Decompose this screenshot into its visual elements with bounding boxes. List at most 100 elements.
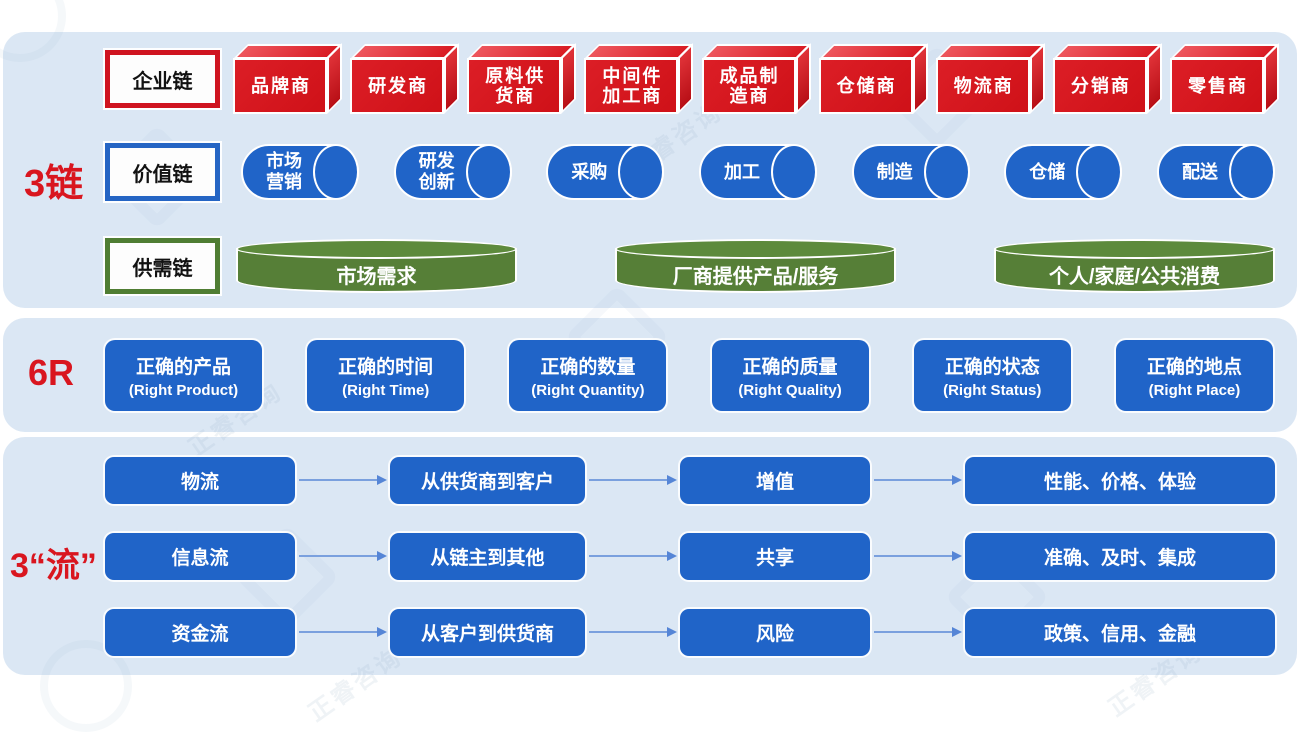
six-r-card: 正确的时间 (Right Time) (307, 340, 465, 411)
flow-box-logistics-direction: 从供货商到客户 (390, 457, 585, 504)
six-r-zh: 正确的时间 (338, 357, 434, 378)
enterprise-box: 品牌商 (233, 43, 342, 114)
drum-top (236, 239, 517, 259)
box-label: 品牌商 (233, 58, 327, 114)
cylinder-cap (618, 144, 665, 200)
box-label: 物流商 (935, 58, 1030, 114)
box-label: 原料供货商 (467, 58, 562, 114)
section-label-three-flows: 3“流” (10, 547, 97, 585)
flow-box-information-attrs: 准确、及时、集成 (965, 533, 1275, 580)
flow-box-capital-attrs: 政策、信用、金融 (965, 609, 1275, 656)
box-label: 仓储商 (818, 58, 913, 114)
value-chain-row: 市场营销 研发创新 采购 加工 制造 仓储 配送 (241, 144, 1275, 200)
drum-top (615, 239, 896, 259)
cylinder-label: 研发创新 (418, 151, 455, 192)
six-r-card: 正确的地点 (Right Place) (1115, 340, 1273, 411)
arrow-right-icon (874, 475, 962, 485)
box-label: 研发商 (350, 58, 445, 114)
cylinder-cap (1228, 144, 1275, 200)
value-cylinder: 仓储 (1004, 144, 1123, 200)
value-cylinder: 配送 (1156, 144, 1275, 200)
cylinder-label: 制造 (876, 161, 913, 182)
value-cylinder: 制造 (851, 144, 970, 200)
value-cylinder: 采购 (546, 144, 665, 200)
box-top-face (350, 44, 460, 59)
enterprise-box: 零售商 (1170, 43, 1279, 114)
tag-supply-demand-chain: 供需链 (105, 238, 220, 294)
box-top-face (584, 44, 694, 59)
flow-box-logistics-value: 增值 (680, 457, 870, 504)
value-cylinder: 加工 (698, 144, 817, 200)
six-r-row: 正确的产品 (Right Product) 正确的时间 (Right Time) 正… (105, 340, 1273, 411)
box-top-face (818, 44, 928, 59)
six-r-card: 正确的产品 (Right Product) (105, 340, 262, 411)
box-label: 成品制造商 (701, 58, 796, 114)
flow-box-logistics: 物流 (105, 457, 295, 504)
six-r-en: (Right Time) (342, 382, 430, 399)
flow-box-logistics-attrs: 性能、价格、体验 (965, 457, 1275, 504)
enterprise-chain-row: 品牌商 研发商 原料供货商 中间件加工商 成品制造商 仓储商 物流商 分销商 零… (233, 43, 1279, 114)
box-top-face (1052, 44, 1162, 59)
tag-enterprise-chain: 企业链 (105, 50, 220, 108)
cylinder-cap (923, 144, 970, 200)
six-r-zh: 正确的状态 (944, 357, 1040, 378)
enterprise-box: 成品制造商 (701, 43, 811, 114)
box-label: 中间件加工商 (584, 58, 679, 114)
six-r-card: 正确的质量(Right Quality) (711, 340, 869, 411)
section-label-six-r: 6R (28, 352, 75, 393)
flow-box-capital-direction: 从客户到供货商 (390, 609, 585, 656)
value-cylinder: 市场营销 (241, 144, 359, 200)
drum-label: 厂商提供产品/服务 (672, 265, 839, 288)
supply-demand-row: 市场需求 厂商提供产品/服务 个人/家庭/公共消费 (236, 239, 1275, 293)
supply-drum: 个人/家庭/公共消费 (994, 239, 1275, 293)
flow-box-information-direction: 从链主到其他 (390, 533, 585, 580)
cylinder-label: 配送 (1181, 161, 1218, 182)
cylinder-cap (1076, 144, 1123, 200)
enterprise-box: 物流商 (935, 43, 1045, 114)
arrow-right-icon (299, 627, 387, 637)
tag-value-chain: 价值链 (105, 143, 220, 201)
six-r-zh: 正确的数量 (540, 357, 636, 378)
six-r-en: (Right Quantity) (531, 382, 645, 399)
box-top-face (701, 44, 811, 59)
enterprise-box: 中间件加工商 (584, 43, 694, 114)
arrow-right-icon (589, 475, 677, 485)
enterprise-box: 分销商 (1052, 43, 1162, 114)
flow-box-information-value: 共享 (680, 533, 870, 580)
box-top-face (1170, 44, 1279, 59)
box-top-face (935, 44, 1045, 59)
box-side-face (444, 43, 460, 114)
cylinder-cap (770, 144, 817, 200)
box-side-face (678, 43, 694, 114)
drum-label: 市场需求 (336, 265, 417, 288)
six-r-zh: 正确的地点 (1146, 357, 1242, 378)
arrow-right-icon (874, 551, 962, 561)
six-r-zh: 正确的产品 (135, 357, 231, 378)
cylinder-label: 采购 (571, 161, 608, 182)
flow-box-information: 信息流 (105, 533, 295, 580)
cylinder-label: 市场营销 (266, 151, 302, 192)
six-r-card: 正确的状态 (Right Status) (913, 340, 1071, 411)
arrow-right-icon (299, 551, 387, 561)
box-top-face (467, 44, 577, 59)
drum-label: 个人/家庭/公共消费 (1048, 265, 1221, 288)
six-r-card: 正确的数量 (Right Quantity) (509, 340, 667, 411)
box-side-face (561, 43, 577, 114)
supply-drum: 市场需求 (236, 239, 517, 293)
six-r-en: (Right Product) (128, 382, 239, 399)
six-r-en: (Right Status) (943, 382, 1042, 399)
section-label-three-chains: 3链 (24, 163, 84, 205)
cylinder-label: 加工 (723, 161, 760, 182)
flow-box-capital-value: 风险 (680, 609, 870, 656)
arrow-right-icon (299, 475, 387, 485)
flow-box-capital: 资金流 (105, 609, 295, 656)
arrow-right-icon (589, 627, 677, 637)
six-r-en: (Right Place) (1148, 382, 1241, 399)
box-label: 零售商 (1170, 58, 1264, 114)
arrow-right-icon (589, 551, 677, 561)
enterprise-box: 原料供货商 (467, 43, 577, 114)
cylinder-cap (465, 144, 512, 200)
drum-top (994, 239, 1275, 259)
enterprise-box: 研发商 (350, 43, 460, 114)
value-cylinder: 研发创新 (393, 144, 512, 200)
